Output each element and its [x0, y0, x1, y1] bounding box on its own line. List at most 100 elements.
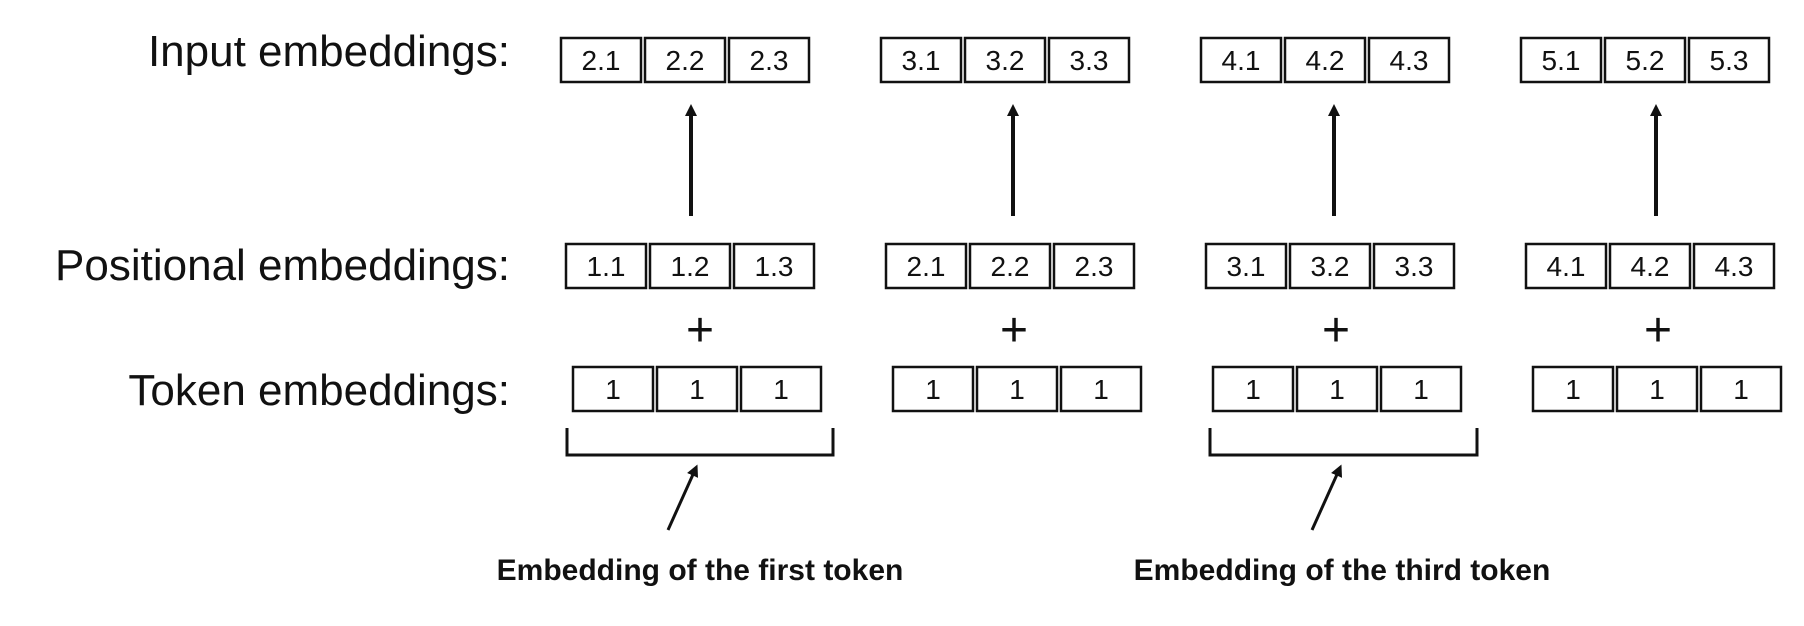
pointer-arrow — [1310, 464, 1343, 531]
token-embeddings-label: Token embeddings: — [128, 366, 510, 415]
input-vector-4: 5.1 5.2 5.3 — [1519, 36, 1771, 84]
positional-cell — [1288, 242, 1372, 290]
input-cell-value: 5.1 — [1542, 45, 1581, 76]
input-vector-2: 3.1 3.2 3.3 — [879, 36, 1131, 84]
token-cell — [975, 365, 1059, 413]
token-cell — [1379, 365, 1463, 413]
input-embeddings-label: Input embeddings: — [148, 27, 510, 76]
input-cell-value: 2.2 — [666, 45, 705, 76]
input-embeddings-row: 2.1 2.2 2.3 3.1 3.2 3.3 4.1 4.2 4.3 5.1 5.2 5.3 — [559, 36, 1771, 84]
positional-cell — [968, 242, 1052, 290]
positional-cell — [1372, 242, 1456, 290]
positional-cell-value: 4.3 — [1715, 251, 1754, 282]
input-cell — [559, 36, 643, 84]
positional-cell — [1524, 242, 1608, 290]
plus-sign-4: + — [1644, 304, 1672, 357]
token-cell-value: 1 — [605, 374, 621, 405]
input-cell-value: 2.1 — [582, 45, 621, 76]
token-cell — [1531, 365, 1615, 413]
plus-sign-2: + — [1000, 304, 1028, 357]
annotation-caption: Embedding of the first token — [497, 554, 904, 587]
token-cell-value: 1 — [689, 374, 705, 405]
input-cell — [727, 36, 811, 84]
token-cell-value: 1 — [1413, 374, 1429, 405]
positional-cell — [648, 242, 732, 290]
positional-cell — [1692, 242, 1776, 290]
bracket — [565, 428, 835, 457]
pointer-arrow — [666, 464, 699, 531]
bracket — [1208, 428, 1479, 457]
token-cell-value: 1 — [1565, 374, 1581, 405]
positional-cell-value: 2.1 — [907, 251, 946, 282]
positional-cell — [1608, 242, 1692, 290]
token-vector-1: 1 1 1 — [571, 365, 823, 413]
input-cell — [1047, 36, 1131, 84]
positional-cell-value: 4.1 — [1547, 251, 1586, 282]
up-arrows — [685, 104, 1662, 216]
token-cell — [1699, 365, 1783, 413]
token-cell — [1615, 365, 1699, 413]
input-cell-value: 3.1 — [902, 45, 941, 76]
token-cell — [1295, 365, 1379, 413]
input-cell-value: 4.1 — [1222, 45, 1261, 76]
token-cell-value: 1 — [1733, 374, 1749, 405]
token-cell-value: 1 — [1329, 374, 1345, 405]
plus-signs: + + + + — [686, 304, 1672, 357]
annotation-1: Embedding of the first token — [497, 428, 904, 587]
plus-sign-1: + — [686, 304, 714, 357]
token-cell-value: 1 — [1009, 374, 1025, 405]
positional-embeddings-label: Positional embeddings: — [55, 241, 510, 290]
annotation-caption: Embedding of the third token — [1134, 554, 1551, 587]
positional-cell-value: 3.1 — [1227, 251, 1266, 282]
positional-cell — [1052, 242, 1136, 290]
input-cell-value: 5.3 — [1710, 45, 1749, 76]
positional-cell-value: 1.2 — [671, 251, 710, 282]
token-cell — [1059, 365, 1143, 413]
token-cell — [571, 365, 655, 413]
token-cell-value: 1 — [773, 374, 789, 405]
positional-cell-value: 4.2 — [1631, 251, 1670, 282]
input-vector-3: 4.1 4.2 4.3 — [1199, 36, 1451, 84]
input-cell — [1199, 36, 1283, 84]
positional-cell — [564, 242, 648, 290]
input-cell — [963, 36, 1047, 84]
token-vector-3: 1 1 1 — [1211, 365, 1463, 413]
input-cell — [1603, 36, 1687, 84]
token-cell-value: 1 — [1093, 374, 1109, 405]
input-cell-value: 4.2 — [1306, 45, 1345, 76]
input-cell-value: 3.2 — [986, 45, 1025, 76]
input-cell-value: 3.3 — [1070, 45, 1109, 76]
token-cell — [891, 365, 975, 413]
token-vector-4: 1 1 1 — [1531, 365, 1783, 413]
positional-cell-value: 1.3 — [755, 251, 794, 282]
input-cell — [1519, 36, 1603, 84]
positional-vector-4: 4.1 4.2 4.3 — [1524, 242, 1776, 290]
annotations: Embedding of the first token Embedding of… — [497, 428, 1551, 587]
input-cell — [1687, 36, 1771, 84]
annotation-2: Embedding of the third token — [1134, 428, 1551, 587]
input-cell — [879, 36, 963, 84]
positional-cell-value: 1.1 — [587, 251, 626, 282]
token-cell-value: 1 — [1245, 374, 1261, 405]
input-cell — [1367, 36, 1451, 84]
token-cell — [1211, 365, 1295, 413]
input-cell — [1283, 36, 1367, 84]
input-cell-value: 5.2 — [1626, 45, 1665, 76]
input-cell-value: 2.3 — [750, 45, 789, 76]
positional-cell-value: 2.3 — [1075, 251, 1114, 282]
positional-cell — [732, 242, 816, 290]
positional-cell-value: 3.2 — [1311, 251, 1350, 282]
token-cell-value: 1 — [1649, 374, 1665, 405]
plus-sign-3: + — [1322, 304, 1350, 357]
input-vector-1: 2.1 2.2 2.3 — [559, 36, 811, 84]
input-cell-value: 4.3 — [1390, 45, 1429, 76]
token-cell — [739, 365, 823, 413]
input-cell — [643, 36, 727, 84]
